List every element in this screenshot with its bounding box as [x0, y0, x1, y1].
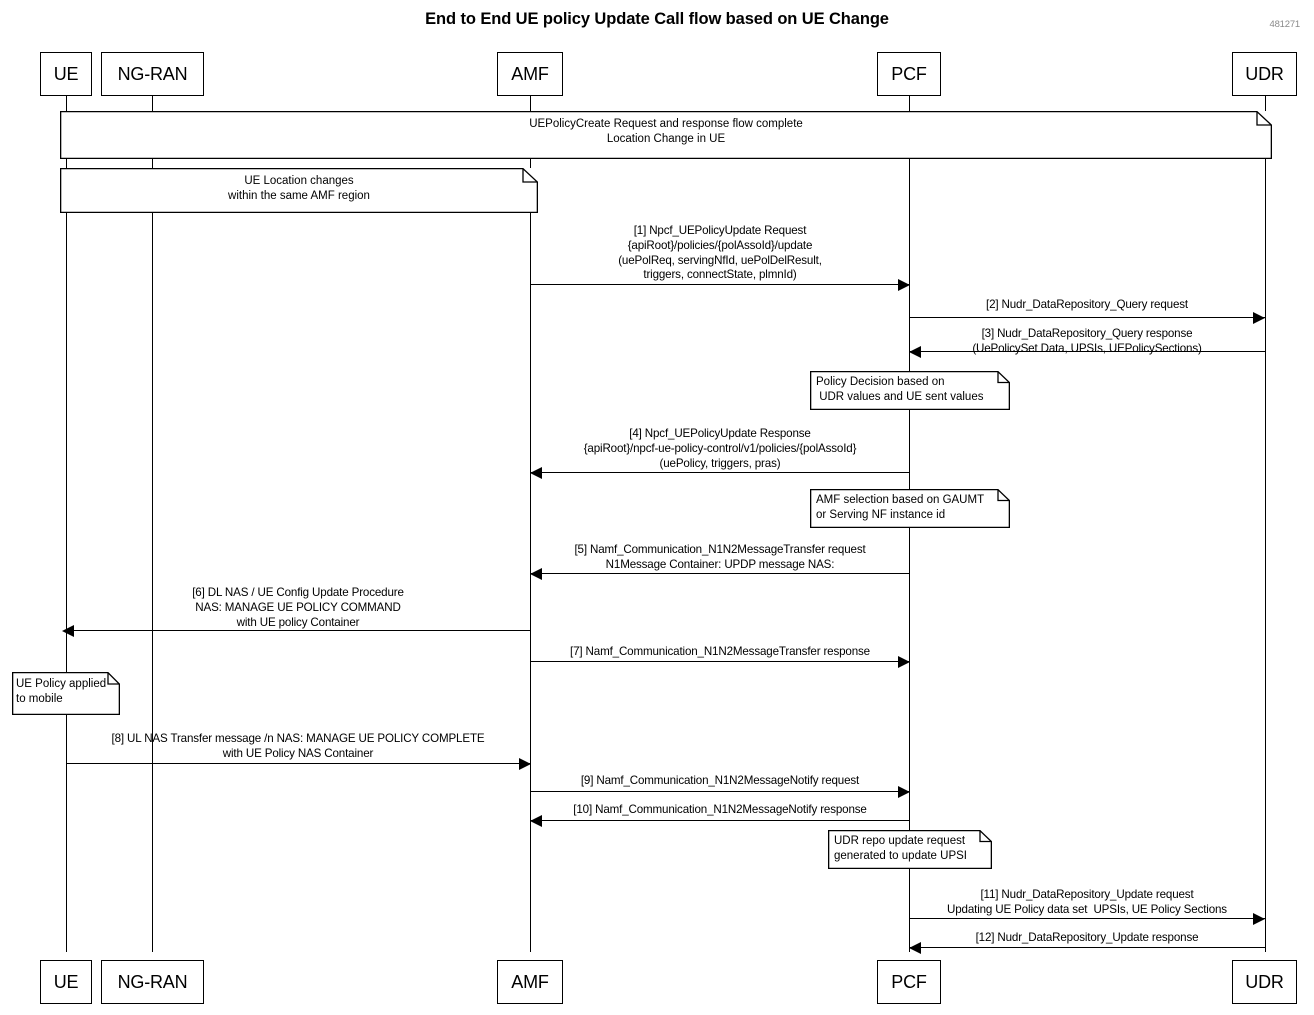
- msg-3-line: [909, 351, 1265, 353]
- note-ue-location-text: UE Location changes within the same AMF …: [228, 175, 370, 202]
- msg-5-label: [5] Namf_Communication_N1N2MessageTransf…: [574, 543, 866, 571]
- actor-footer-ue-label: UE: [53, 971, 79, 992]
- actor-footer-amf[interactable]: AMF: [497, 960, 563, 1004]
- msg-1-label: [1] Npcf_UEPolicyUpdate Request {apiRoot…: [618, 224, 822, 282]
- note-shape: [810, 489, 1010, 528]
- msg-4-line: [530, 472, 910, 474]
- msg-11-arrowhead: [1253, 913, 1265, 925]
- note-uepolicycreate: UEPolicyCreate Request and response flow…: [60, 111, 1272, 159]
- lifeline-ngran: [152, 96, 153, 952]
- note-shape: [60, 168, 538, 213]
- msg-10-line: [530, 820, 910, 822]
- lifeline-amf: [530, 96, 531, 952]
- note-amf-selection: AMF selection based on GAUMT or Serving …: [810, 489, 1010, 528]
- actor-footer-pcf[interactable]: PCF: [877, 960, 941, 1004]
- lifeline-ue: [66, 96, 67, 952]
- msg-5-arrowhead: [530, 568, 542, 580]
- page-title: End to End UE policy Update Call flow ba…: [425, 10, 889, 28]
- msg-2-arrowhead: [1253, 312, 1265, 324]
- msg-2-label: [2] Nudr_DataRepository_Query request: [986, 298, 1188, 311]
- note-shape: [810, 371, 1010, 410]
- msg-2-line: [909, 317, 1265, 319]
- msg-1-arrowhead: [898, 279, 910, 291]
- note-ue-policy-applied-text: UE Policy applied to mobile: [16, 678, 107, 705]
- msg-7-arrowhead: [898, 656, 910, 668]
- msg-9-line: [530, 791, 910, 793]
- actor-footer-ue[interactable]: UE: [40, 960, 92, 1004]
- note-uepolicycreate-text: UEPolicyCreate Request and response flow…: [529, 118, 803, 145]
- msg-8-line: [66, 763, 530, 765]
- note-shape: [60, 111, 1272, 159]
- actor-footer-amf-label: AMF: [511, 971, 549, 992]
- msg-6-label: [6] DL NAS / UE Config Update Procedure …: [192, 586, 404, 629]
- msg-9-arrowhead: [898, 786, 910, 798]
- note-policy-decision-text: Policy Decision based on UDR values and …: [816, 376, 984, 403]
- msg-6-arrowhead: [62, 625, 74, 637]
- actor-header-ue-label: UE: [53, 63, 79, 84]
- msg-10-arrowhead: [530, 815, 542, 827]
- actor-footer-ngran[interactable]: NG-RAN: [101, 960, 204, 1004]
- actor-footer-pcf-label: PCF: [891, 971, 927, 992]
- msg-4-arrowhead: [530, 467, 542, 479]
- actor-header-udr-label: UDR: [1245, 63, 1284, 84]
- note-ue-policy-applied: UE Policy applied to mobile: [12, 672, 120, 715]
- lifeline-udr: [1265, 96, 1266, 952]
- document-id: 481271: [1269, 19, 1300, 30]
- actor-header-amf-label: AMF: [511, 63, 549, 84]
- msg-6-line: [66, 630, 530, 632]
- note-ue-location: UE Location changes within the same AMF …: [60, 168, 538, 213]
- msg-7-label: [7] Namf_Communication_N1N2MessageTransf…: [570, 645, 870, 658]
- note-udr-repo-update: UDR repo update request generated to upd…: [828, 830, 992, 869]
- actor-footer-udr-label: UDR: [1245, 971, 1284, 992]
- msg-4-label: [4] Npcf_UEPolicyUpdate Response {apiRoo…: [583, 427, 857, 470]
- msg-7-line: [530, 661, 910, 663]
- msg-5-line: [530, 573, 910, 575]
- actor-footer-udr[interactable]: UDR: [1232, 960, 1297, 1004]
- note-shape: [12, 672, 120, 715]
- note-amf-selection-text: AMF selection based on GAUMT or Serving …: [816, 494, 985, 521]
- msg-3-label: [3] Nudr_DataRepository_Query response (…: [972, 327, 1202, 355]
- msg-12-label: [12] Nudr_DataRepository_Update response: [975, 931, 1199, 944]
- msg-1-line: [530, 284, 910, 286]
- actor-header-udr[interactable]: UDR: [1232, 52, 1297, 96]
- actor-header-ngran-label: NG-RAN: [117, 63, 188, 84]
- msg-12-line: [909, 947, 1265, 949]
- msg-3-arrowhead: [909, 346, 921, 358]
- actor-header-ngran[interactable]: NG-RAN: [101, 52, 204, 96]
- actor-footer-ngran-label: NG-RAN: [117, 971, 188, 992]
- actor-header-pcf[interactable]: PCF: [877, 52, 941, 96]
- msg-11-label: [11] Nudr_DataRepository_Update request …: [947, 888, 1227, 916]
- note-shape: [828, 830, 992, 869]
- msg-8-arrowhead: [519, 758, 531, 770]
- msg-8-label: [8] UL NAS Transfer message /n NAS: MANA…: [111, 732, 485, 760]
- actor-header-amf[interactable]: AMF: [497, 52, 563, 96]
- actor-header-pcf-label: PCF: [891, 63, 927, 84]
- msg-11-line: [909, 918, 1265, 920]
- msg-9-label: [9] Namf_Communication_N1N2MessageNotify…: [580, 774, 860, 787]
- msg-12-arrowhead: [909, 942, 921, 954]
- note-udr-repo-update-text: UDR repo update request generated to upd…: [834, 835, 967, 862]
- actor-header-ue[interactable]: UE: [40, 52, 92, 96]
- msg-10-label: [10] Namf_Communication_N1N2MessageNotif…: [573, 803, 867, 816]
- note-policy-decision: Policy Decision based on UDR values and …: [810, 371, 1010, 410]
